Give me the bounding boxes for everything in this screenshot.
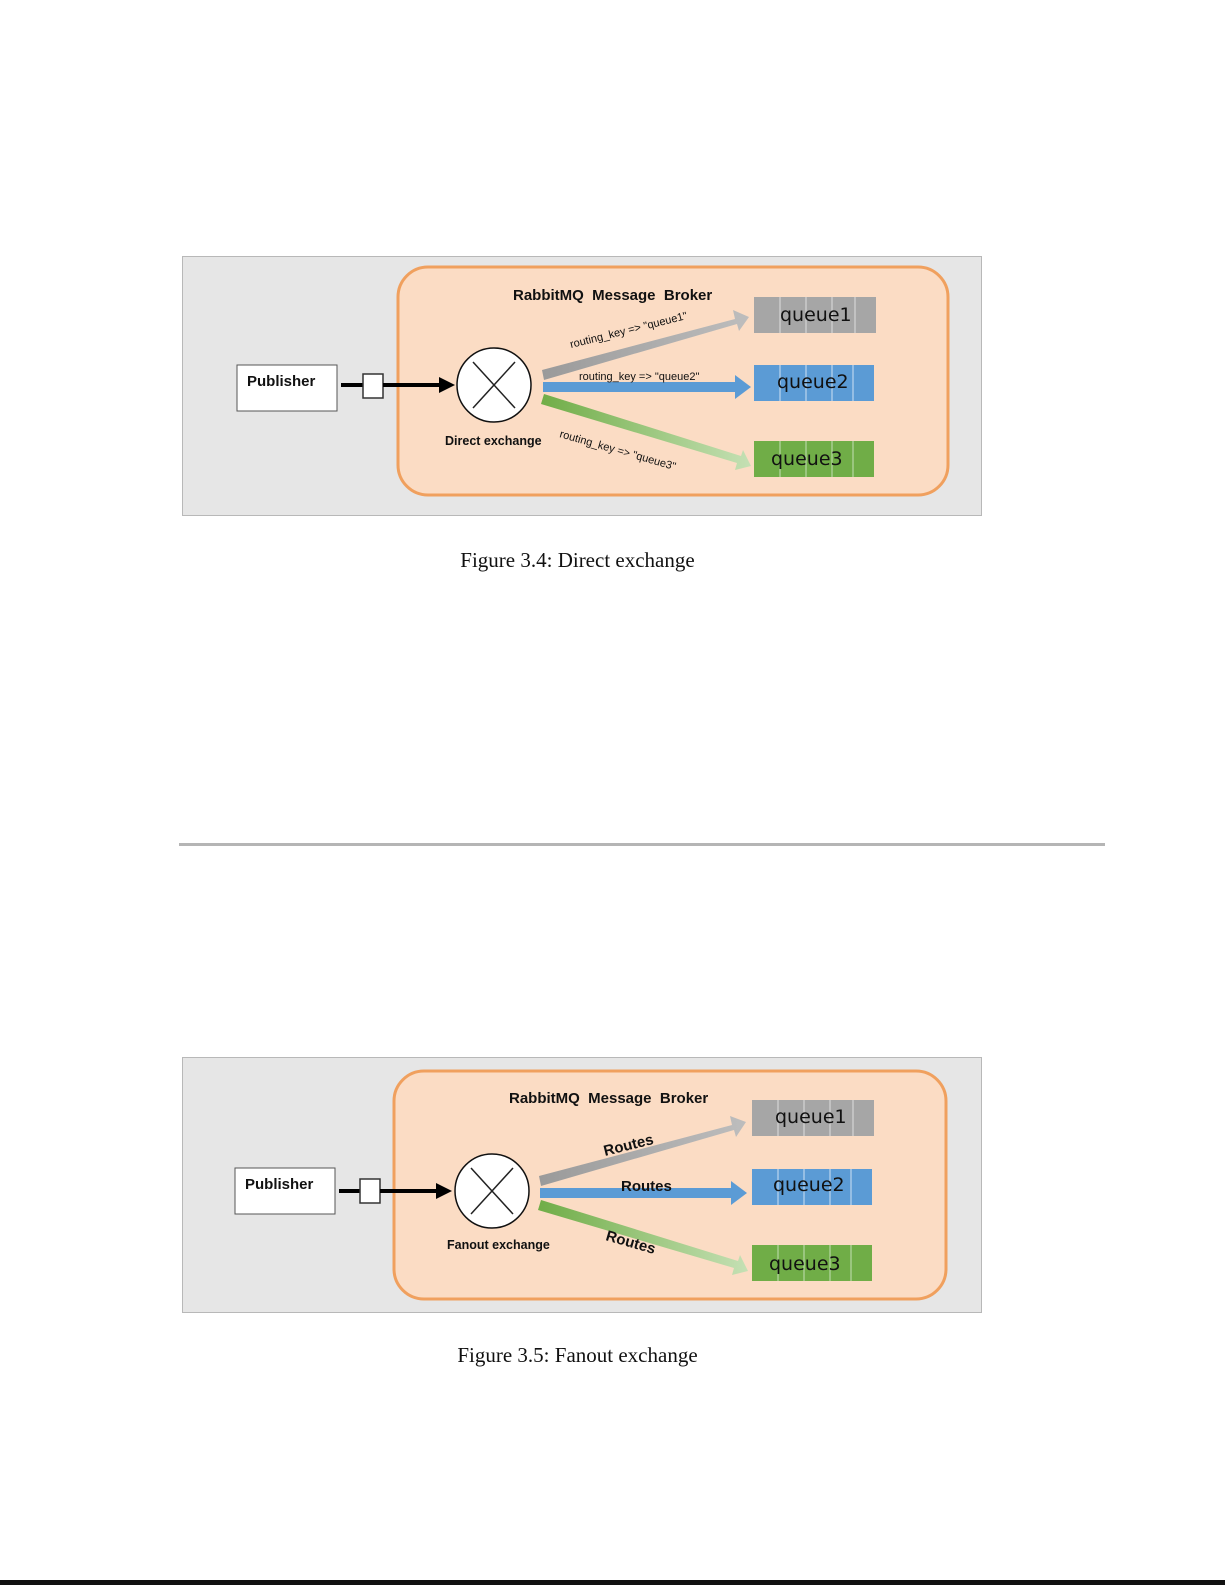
direct-exchange-diagram: RabbitMQ Message Broker Publisher Direct…: [183, 257, 983, 517]
queue2-label: queue2: [777, 371, 849, 393]
broker-title: RabbitMQ Message Broker: [509, 1090, 708, 1107]
exchange-label: Fanout exchange: [447, 1238, 550, 1252]
page-bottom-edge: [0, 1580, 1225, 1585]
route-label-queue2: routing_key => "queue2": [579, 371, 699, 383]
figure-caption-3-5: Figure 3.5: Fanout exchange: [0, 1343, 1190, 1368]
exchange-label: Direct exchange: [445, 434, 542, 448]
section-divider: [179, 843, 1105, 846]
queue1-box: queue1: [752, 1100, 874, 1136]
publisher-label: Publisher: [247, 373, 316, 390]
fanout-exchange-diagram: RabbitMQ Message Broker Publisher Fanout…: [183, 1058, 983, 1318]
route-label-queue2: Routes: [621, 1178, 672, 1195]
message-icon: [360, 1179, 380, 1203]
queue1-box: queue1: [754, 297, 876, 333]
fanout-exchange-figure: RabbitMQ Message Broker Publisher Fanout…: [182, 1057, 982, 1313]
publisher-label: Publisher: [245, 1176, 314, 1193]
queue3-label: queue3: [769, 1253, 841, 1275]
broker-title: RabbitMQ Message Broker: [513, 287, 712, 304]
queue3-box: queue3: [754, 441, 874, 477]
queue1-label: queue1: [775, 1106, 847, 1128]
queue2-box: queue2: [752, 1169, 872, 1205]
queue3-box: queue3: [752, 1245, 872, 1281]
figure-caption-3-4: Figure 3.4: Direct exchange: [0, 548, 1190, 573]
direct-exchange-figure: RabbitMQ Message Broker Publisher Direct…: [182, 256, 982, 516]
queue2-label: queue2: [773, 1174, 845, 1196]
message-icon: [363, 374, 383, 398]
queue3-label: queue3: [771, 448, 843, 470]
queue2-box: queue2: [754, 365, 874, 401]
queue1-label: queue1: [780, 304, 852, 326]
